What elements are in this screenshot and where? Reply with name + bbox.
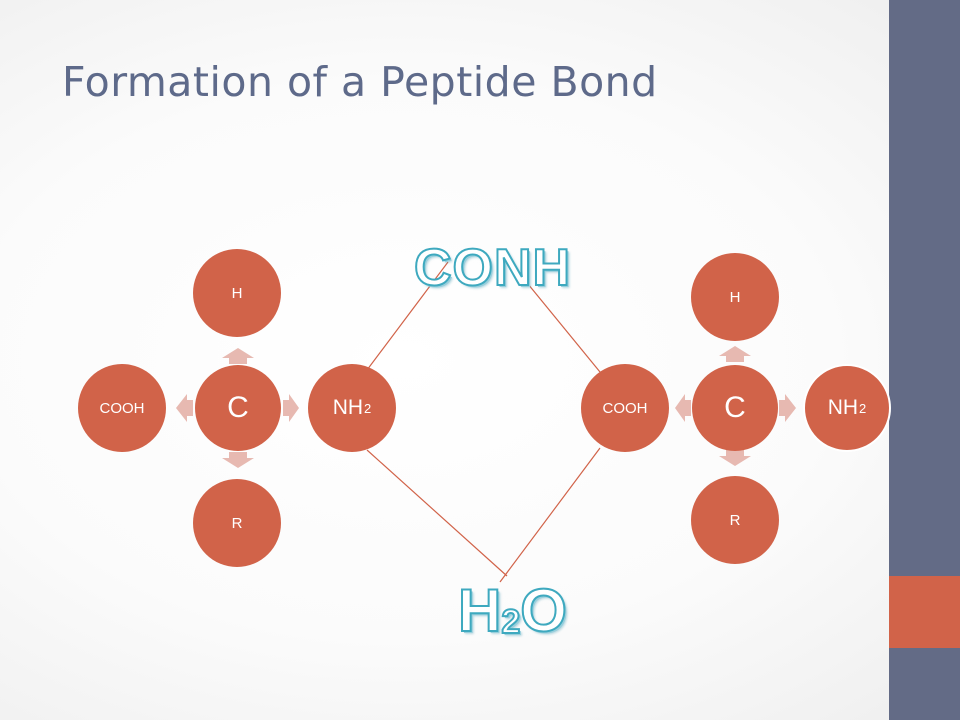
molecule-2-carbon-node: C <box>692 365 778 451</box>
molecule-1-carbon-node: C <box>195 365 281 451</box>
arrow-right-icon <box>779 394 796 422</box>
molecule-1-hydrogen-node: H <box>193 249 281 337</box>
molecule-2-r-group-node: R <box>691 476 779 564</box>
molecule-1-r-group-node: R <box>193 479 281 567</box>
arrow-left-icon <box>176 394 193 422</box>
amino-label: NH <box>332 396 364 419</box>
water-h: H <box>457 576 502 645</box>
arrow-up-icon <box>719 346 751 362</box>
water-subscript: 2 <box>500 602 521 642</box>
molecule-2-hydrogen-node: H <box>691 253 779 341</box>
slide-title: Formation of a Peptide Bond <box>62 58 658 106</box>
amino-label: NH <box>827 396 859 419</box>
water-line-left <box>366 449 508 577</box>
amino-subscript: 2 <box>364 400 372 416</box>
peptide-bond-label: CONH <box>413 238 572 298</box>
arrow-down-icon <box>719 450 751 466</box>
water-line-right <box>499 447 601 583</box>
molecule-2-carboxyl-node: COOH <box>581 364 669 452</box>
arrow-right-icon <box>283 394 299 422</box>
water-o: O <box>519 576 568 645</box>
arrow-down-icon <box>222 452 254 468</box>
amino-subscript: 2 <box>859 400 867 416</box>
molecule-1-carboxyl-node: COOH <box>78 364 166 452</box>
bond-line-right <box>509 261 601 373</box>
arrow-left-icon <box>675 394 691 422</box>
sidebar-accent-block <box>889 576 960 648</box>
water-label: H2O <box>457 576 568 645</box>
bond-line-left <box>366 261 449 371</box>
arrow-up-icon <box>222 348 254 364</box>
